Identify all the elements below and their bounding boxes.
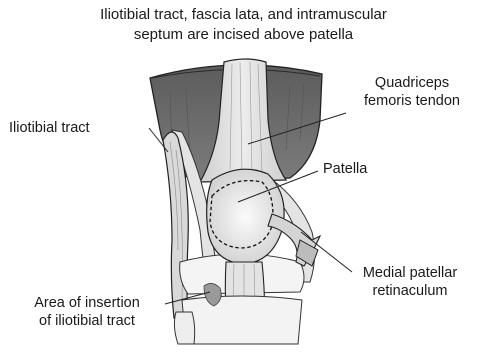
label-iliotibial-tract: Iliotibial tract [9, 119, 90, 137]
label-medial-line-2: retinaculum [340, 282, 480, 300]
fibula-head [174, 312, 194, 344]
label-insertion-line-2: of iliotibial tract [8, 312, 166, 330]
tibia [182, 296, 302, 344]
label-quadriceps-line-2: femoris tendon [342, 92, 482, 110]
label-patella: Patella [323, 160, 367, 178]
label-insertion-line-1: Area of insertion [8, 294, 166, 312]
label-quadriceps-line-1: Quadriceps [342, 74, 482, 92]
label-medial-line-1: Medial patellar [340, 264, 480, 282]
